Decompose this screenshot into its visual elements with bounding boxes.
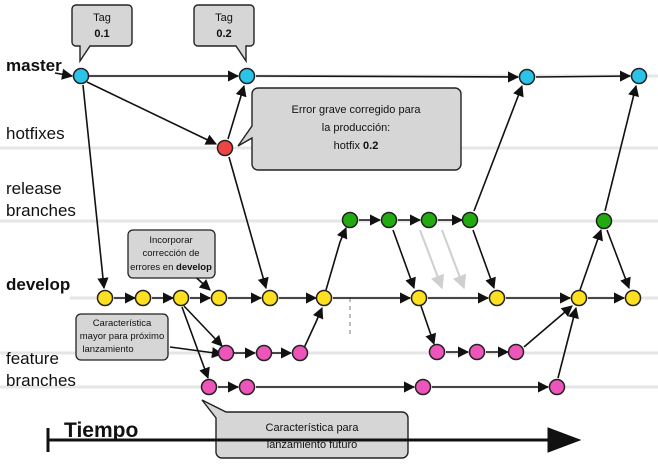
arrow: [606, 229, 631, 290]
arrow: [183, 305, 223, 347]
tag-title: Tag: [93, 12, 111, 24]
future-feature-line1: Característica para: [266, 422, 360, 434]
master-commit[interactable]: [72, 67, 90, 85]
arrow: [472, 229, 496, 290]
release-commit[interactable]: [595, 212, 613, 230]
major-feature-callout-box: [75, 313, 169, 361]
lane-label-feature-2: branches: [6, 371, 76, 390]
lane-label-master: master: [6, 56, 62, 75]
develop-fix-callout: Incorporar corrección de errores en deve…: [127, 229, 216, 279]
hotfix-callout-line1: Error grave corregido para: [291, 104, 421, 116]
arrow: [228, 156, 269, 290]
faded-arrows: [419, 229, 467, 290]
develop-commit[interactable]: [624, 289, 642, 307]
develop-fix-callout-box: [127, 229, 216, 279]
future-feature-callout-box: [201, 399, 409, 459]
develop-commit[interactable]: [261, 289, 279, 307]
arrow: [169, 346, 224, 359]
feature-commit[interactable]: [507, 343, 525, 361]
develop-commit[interactable]: [134, 289, 152, 307]
time-axis-label: Tiempo: [64, 419, 138, 442]
hotfix-callout-line3: hotfix 0.2: [334, 140, 379, 152]
tag-version: 0.2: [216, 28, 231, 40]
major-feature-callout: Característica mayor para próximo lanzam…: [75, 313, 169, 361]
develop-commit[interactable]: [210, 289, 228, 307]
feature-commit[interactable]: [238, 378, 256, 396]
hotfix-callout: Error grave corregido para la producción…: [237, 87, 462, 171]
feature-commit[interactable]: [414, 378, 432, 396]
hotfix-callout-box: [237, 87, 462, 171]
arrow: [579, 228, 603, 291]
release-commit[interactable]: [461, 211, 479, 229]
arrow: [325, 226, 348, 291]
develop-commit[interactable]: [315, 289, 333, 307]
lane-label-feature-1: feature: [6, 349, 59, 368]
faded-arrow: [419, 229, 445, 290]
future-feature-line2: lanzamiento futuro: [267, 439, 358, 451]
feature-commit[interactable]: [291, 344, 309, 362]
feature-commit[interactable]: [217, 344, 235, 362]
arrow: [557, 306, 579, 379]
lane-label-release-1: release: [6, 179, 62, 198]
major-feature-line2: mayor para próximo: [80, 331, 164, 342]
develop-commit[interactable]: [410, 289, 428, 307]
develop-fix-prefix: errores en: [130, 262, 176, 273]
arrow: [392, 229, 416, 290]
feature-commit[interactable]: [468, 343, 486, 361]
arrow: [604, 84, 640, 212]
tag-title: Tag: [215, 12, 233, 24]
hotfix-version: 0.2: [363, 140, 378, 152]
feature-commit[interactable]: [200, 378, 218, 396]
arrow: [82, 84, 109, 290]
lane-label-develop: develop: [6, 275, 70, 294]
hotfix-callout-line2: la producción:: [322, 122, 391, 134]
commit-nodes: [72, 67, 648, 396]
master-commit[interactable]: [518, 68, 536, 86]
develop-fix-branch: develop: [176, 262, 212, 273]
arrow: [181, 306, 210, 380]
commit-arrows: [54, 68, 640, 393]
develop-fix-line2: corrección de: [142, 248, 199, 259]
arrow: [255, 71, 520, 83]
develop-commit[interactable]: [488, 289, 506, 307]
develop-commit[interactable]: [172, 289, 190, 307]
master-commit[interactable]: [238, 67, 256, 85]
release-commit[interactable]: [341, 211, 359, 229]
major-feature-line3: lanzamiento: [82, 344, 133, 355]
arrow: [535, 70, 632, 82]
master-commit[interactable]: [630, 67, 648, 85]
tag-bubble: [193, 4, 255, 64]
arrow: [420, 305, 437, 346]
faded-arrow: [441, 229, 467, 290]
lane-label-release-2: branches: [6, 201, 76, 220]
develop-fix-line3: errores en develop: [130, 262, 212, 273]
feature-commit[interactable]: [255, 344, 273, 362]
feature-commit[interactable]: [548, 378, 566, 396]
develop-commit[interactable]: [96, 289, 114, 307]
hotfix-commit[interactable]: [216, 139, 234, 157]
future-feature-callout: Característica para lanzamiento futuro: [201, 399, 409, 459]
major-feature-line1: Característica: [93, 318, 152, 329]
develop-commit[interactable]: [570, 289, 588, 307]
arrow: [473, 84, 524, 212]
tag-callout-0-1: Tag 0.1: [71, 4, 133, 64]
arrow: [303, 306, 324, 349]
arrow: [227, 84, 247, 140]
develop-fix-line1: Incorporar: [149, 235, 192, 246]
hotfix-prefix: hotfix: [334, 140, 363, 152]
release-commit[interactable]: [420, 211, 438, 229]
arrow: [523, 305, 573, 348]
arrow: [86, 81, 218, 145]
release-commit[interactable]: [380, 211, 398, 229]
tag-version: 0.1: [94, 28, 109, 40]
time-axis-arrowhead: [547, 427, 582, 453]
time-axis: Tiempo: [46, 419, 582, 453]
arrow: [54, 68, 74, 80]
tag-bubble: [71, 4, 133, 64]
feature-commit[interactable]: [428, 343, 446, 361]
lane-label-hotfixes: hotfixes: [6, 124, 65, 143]
tag-callout-0-2: Tag 0.2: [193, 4, 255, 64]
